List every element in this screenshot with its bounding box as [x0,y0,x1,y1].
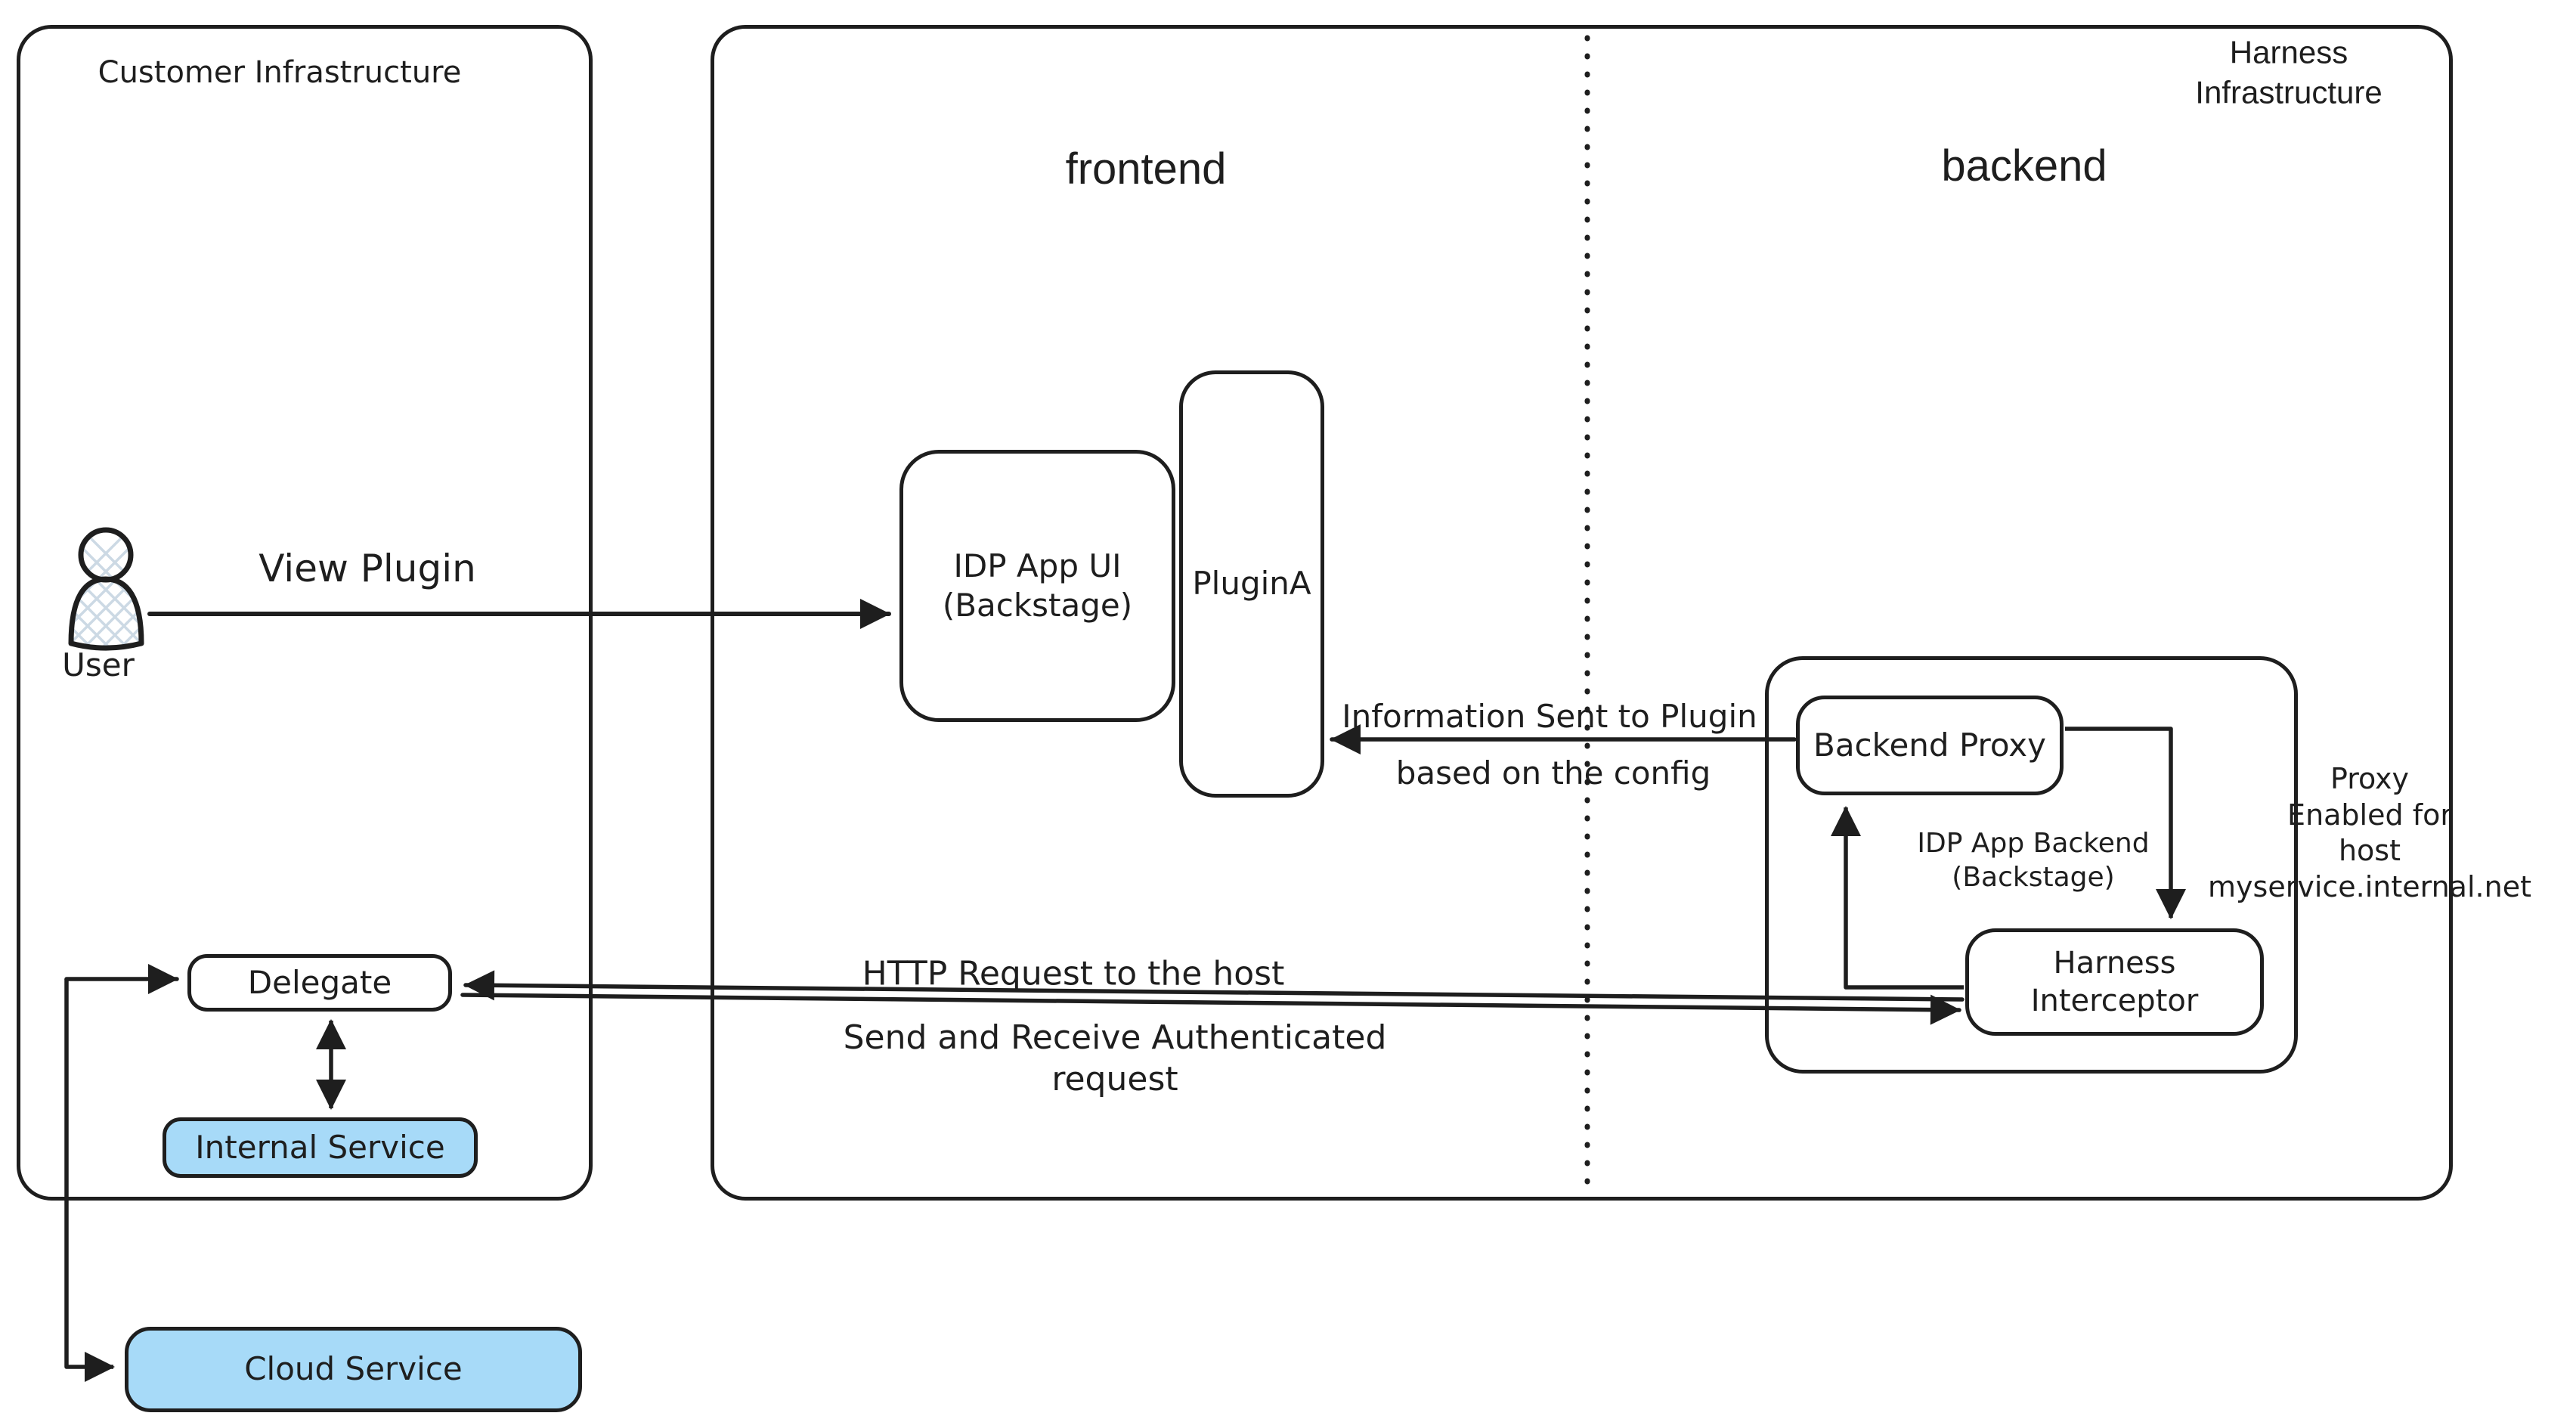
route-to-cloud-service-arrow [64,979,115,1382]
cloud-service-node: Cloud Service [125,1327,582,1412]
http-request-label: HTTP Request to the host [862,954,1285,993]
harness-infrastructure-title: Harness Infrastructure [2195,34,2382,110]
frontend-title: frontend [1065,144,1227,194]
plugin-a-node: PluginA [1179,370,1324,798]
proxy-enabled-note: Proxy Enabled for host myservice.interna… [2208,762,2531,903]
send-receive-label: Send and Receive Authenticated request [843,1018,1387,1098]
info-sent-label-line2: based on the config [1395,754,1711,792]
user-icon [68,527,144,651]
view-plugin-label: View Plugin [259,546,476,590]
proxy-to-interceptor-arrow [2065,727,2186,919]
interceptor-to-proxy-arrow [1831,806,1964,990]
idp-app-backend-label: IDP App Backend (Backstage) [1917,828,2150,893]
delegate-node: Delegate [187,954,452,1012]
interceptor-to-delegate-arrow [463,970,1965,1002]
harness-interceptor-node: Harness Interceptor [1965,928,2264,1036]
idp-app-backend-group-box [1765,656,2298,1074]
idp-app-ui-node: IDP App UI (Backstage) [899,450,1175,722]
customer-infrastructure-title: Customer Infrastructure [98,55,462,90]
internal-service-node: Internal Service [163,1117,478,1178]
delegate-to-interceptor-arrow [460,993,1961,1025]
backend-proxy-node: Backend Proxy [1796,696,2064,795]
backend-title: backend [1941,141,2107,191]
info-sent-label-line1: Information Sent to Plugin [1342,697,1757,735]
user-label: User [62,646,135,683]
